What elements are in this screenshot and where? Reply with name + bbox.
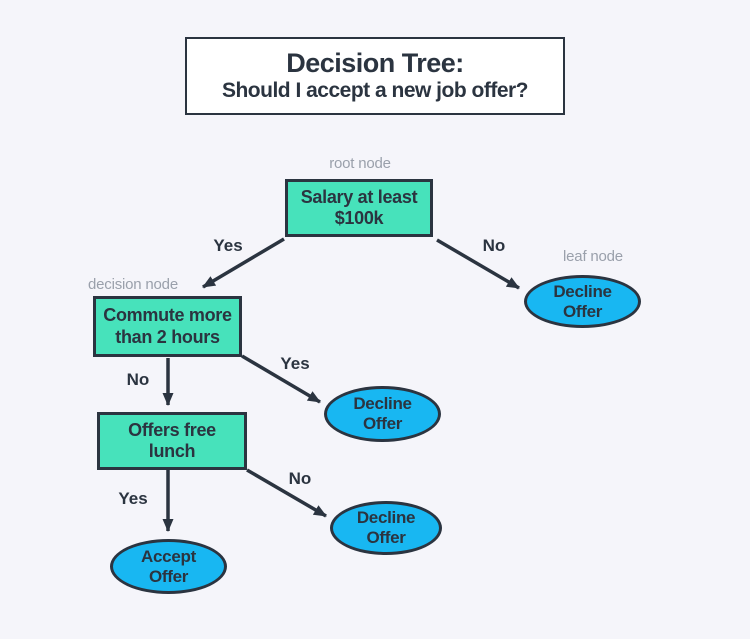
diagram-title: Decision Tree: (286, 48, 464, 79)
annotation-decision-node: decision node (88, 276, 178, 293)
edge-label-salary-yes: Yes (213, 236, 243, 255)
decision-node-commute: Commute more than 2 hours (93, 296, 242, 357)
leaf-node-decline-top: Decline Offer (524, 275, 641, 328)
leaf-node-decline-mid-label: Decline Offer (353, 394, 412, 433)
edge-label-commute-yes: Yes (280, 354, 310, 373)
edge-label-lunch-no: No (288, 469, 312, 488)
decision-node-salary: Salary at least $100k (285, 179, 433, 237)
leaf-node-accept: Accept Offer (110, 539, 227, 594)
edge-label-commute-no: No (126, 370, 150, 389)
annotation-root-node: root node (329, 155, 391, 172)
annotation-leaf-node: leaf node (563, 248, 623, 265)
decision-node-lunch-label: Offers free lunch (128, 419, 216, 461)
edge-label-lunch-yes: Yes (118, 489, 148, 508)
title-box: Decision Tree: Should I accept a new job… (185, 37, 565, 115)
leaf-node-decline-mid: Decline Offer (324, 386, 441, 442)
decision-node-lunch: Offers free lunch (97, 412, 247, 470)
edge-label-salary-no: No (482, 236, 506, 255)
leaf-node-accept-label: Accept Offer (141, 546, 196, 586)
decision-node-commute-label: Commute more than 2 hours (103, 305, 232, 347)
leaf-node-decline-top-label: Decline Offer (553, 281, 612, 321)
diagram-subtitle: Should I accept a new job offer? (221, 78, 529, 102)
leaf-node-decline-bottom-label: Decline Offer (356, 508, 416, 547)
decision-node-salary-label: Salary at least $100k (300, 186, 418, 228)
leaf-node-decline-bottom: Decline Offer (330, 501, 442, 555)
